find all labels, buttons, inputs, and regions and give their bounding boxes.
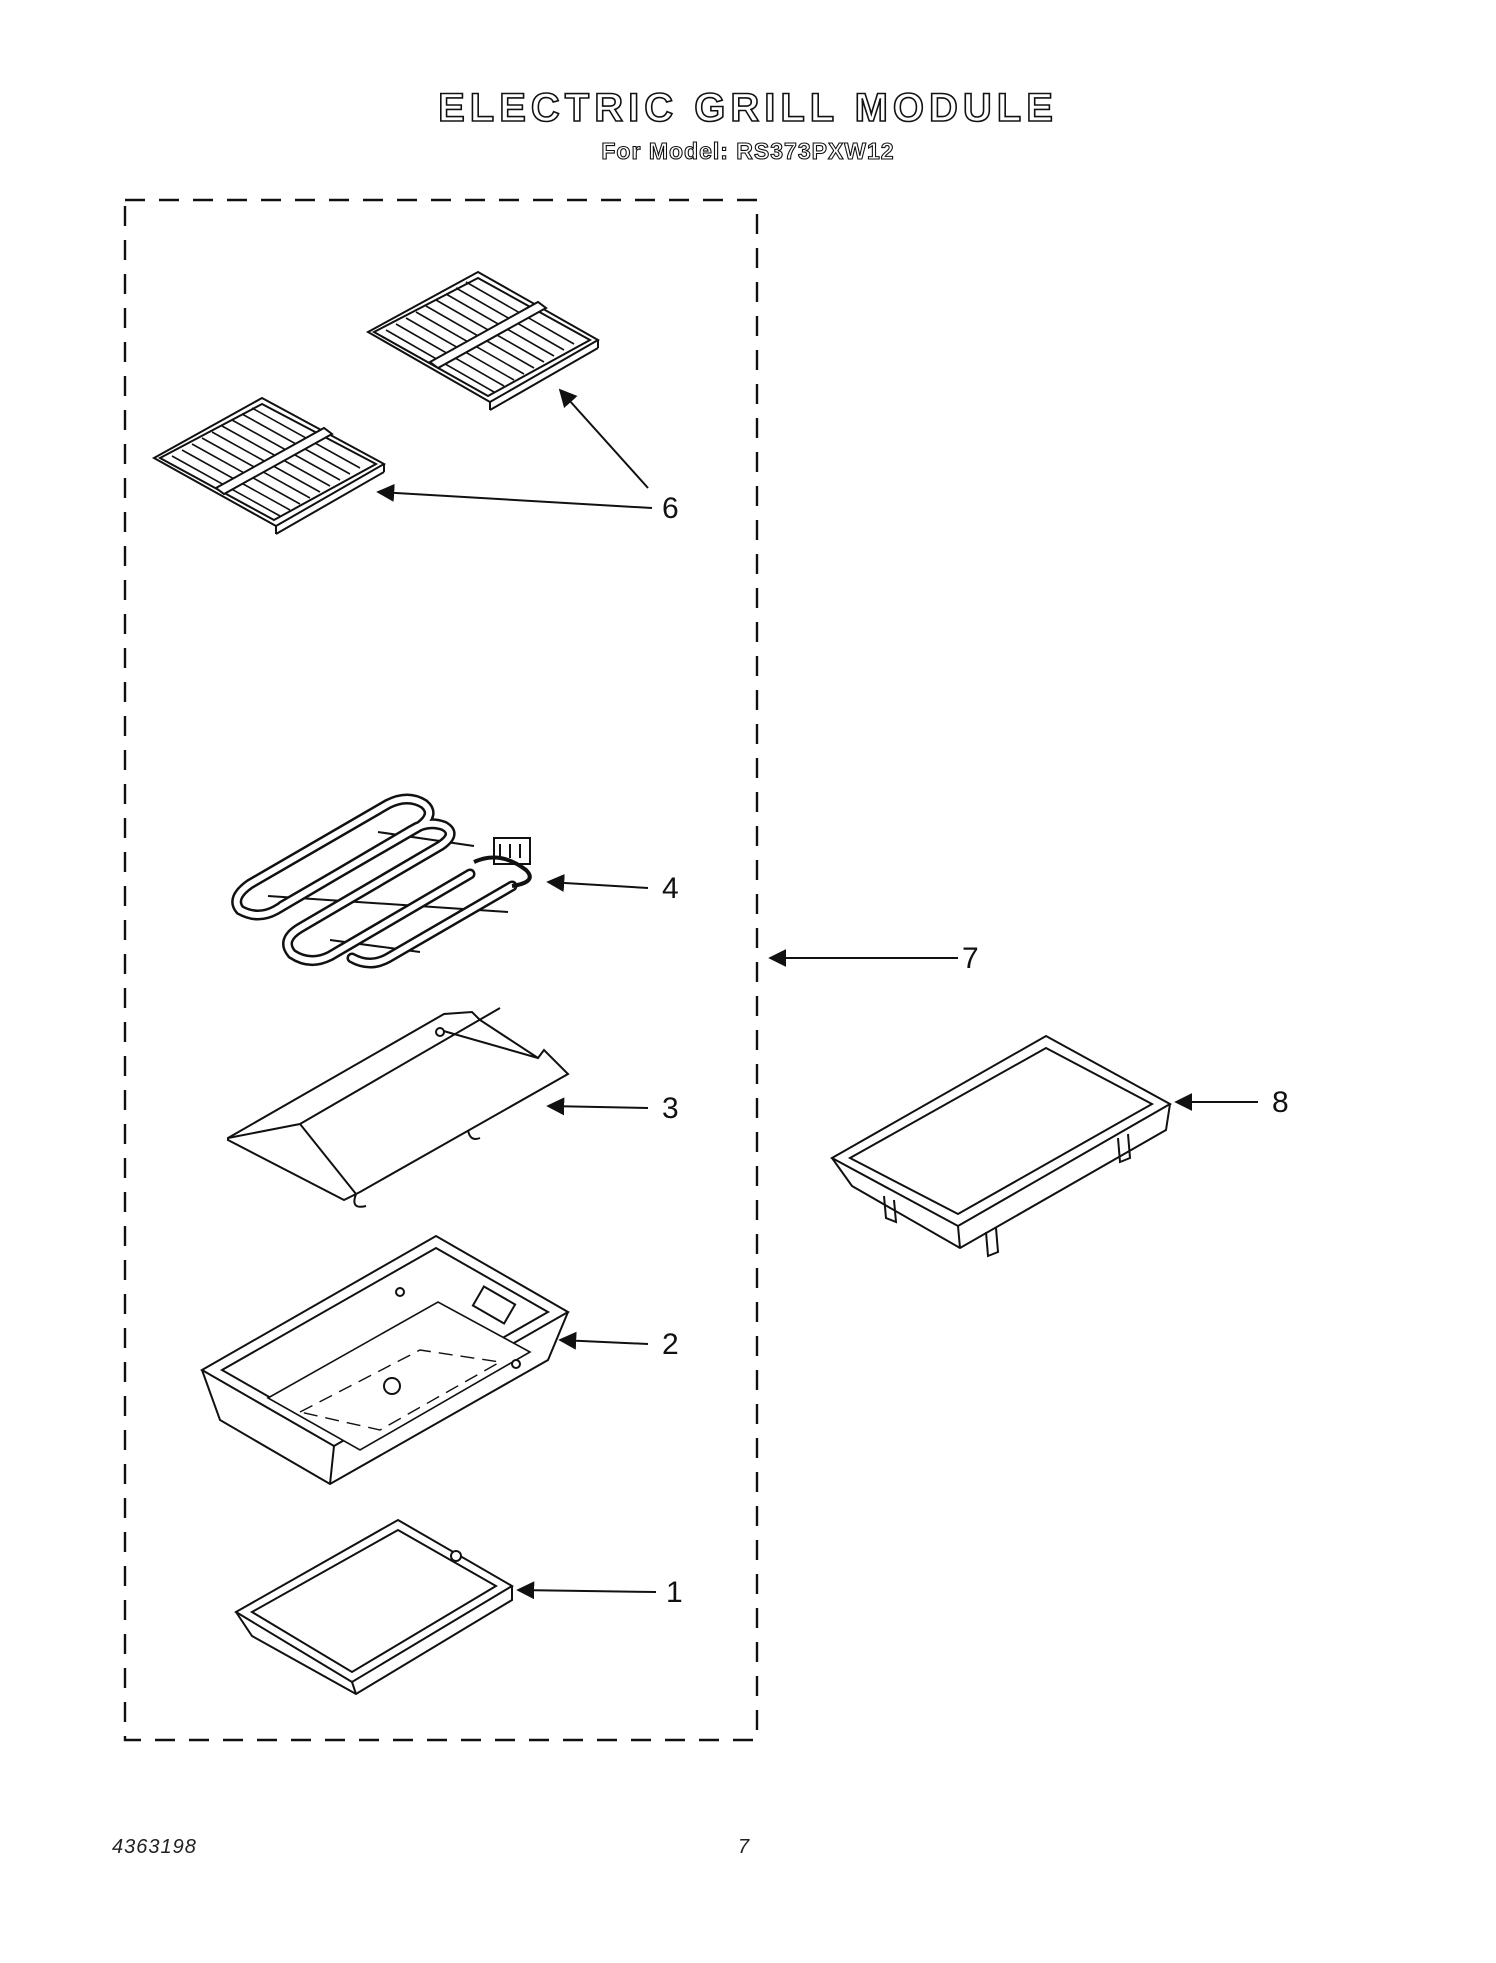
diagram-title: ELECTRIC GRILL MODULE <box>437 85 1058 131</box>
callout-3: 3 <box>662 1092 679 1125</box>
callout-1: 1 <box>666 1576 683 1609</box>
part-6-grill-grate-upper <box>365 270 601 411</box>
model-subtitle: For Model: RS373PXW12 <box>601 137 895 164</box>
module-boundary <box>123 198 759 1742</box>
callout-7: 7 <box>962 942 979 975</box>
callout-2: 2 <box>662 1328 679 1361</box>
part-3-reflector-shield <box>227 1007 570 1208</box>
callout-4: 4 <box>662 872 679 905</box>
page-number: 7 <box>738 1836 750 1858</box>
part-8-drip-tray <box>829 1034 1173 1258</box>
callout-6: 6 <box>662 492 679 525</box>
part-2-broiler-pan <box>199 1234 571 1486</box>
callout-8: 8 <box>1272 1086 1289 1119</box>
part-1-broiler-tray <box>234 1518 514 1696</box>
part-6-grill-grate-lower <box>151 396 387 535</box>
part-4-heating-element <box>231 793 532 969</box>
leader-lines <box>376 388 1258 1600</box>
document-number: 4363198 <box>112 1836 197 1858</box>
